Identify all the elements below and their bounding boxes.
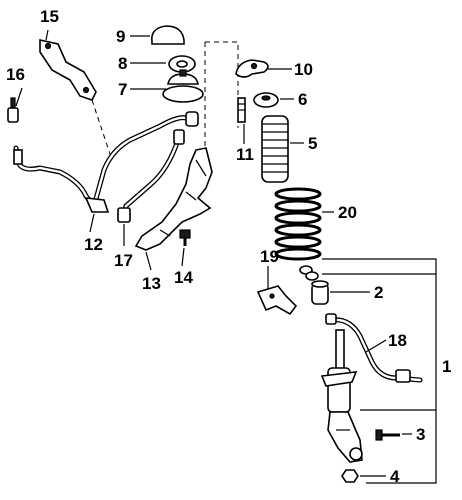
brake-hose-part: [325, 313, 423, 383]
stud-part: [237, 97, 246, 123]
callout-7: 7: [118, 80, 127, 99]
nut-part: [341, 469, 359, 483]
upper-seat-part: [253, 92, 279, 108]
bracket-part: [235, 59, 269, 78]
callout-6: 6: [298, 90, 307, 109]
callout-13: 13: [142, 274, 161, 293]
callout-16: 16: [6, 65, 25, 84]
shock-absorber-part: [320, 329, 363, 463]
callout-17: 17: [114, 251, 133, 270]
bolt-part-3: [375, 429, 400, 441]
callout-8: 8: [118, 54, 127, 73]
bolt-part-14: [179, 229, 191, 246]
callout-15: 15: [40, 7, 59, 26]
callout-12: 12: [84, 235, 103, 254]
hose-bracket-part: [256, 285, 298, 316]
callout-3: 3: [416, 425, 425, 444]
callout-5: 5: [308, 134, 317, 153]
bushing-part: [299, 265, 329, 305]
link-part: [117, 129, 185, 223]
end-link-part: [7, 97, 19, 123]
callout-labels: 15 16 9 8 7 10 6 5 11 20 12 17 13 14 19 …: [6, 7, 451, 486]
callout-14: 14: [174, 268, 193, 287]
callout-18: 18: [388, 331, 407, 350]
callout-20: 20: [338, 203, 357, 222]
callout-11: 11: [236, 145, 254, 164]
group-bracket-upper: [204, 41, 239, 150]
dust-boot-part: [261, 115, 289, 183]
coil-spring-part: [274, 187, 322, 261]
group-bracket-15-link: [91, 99, 113, 161]
strut-mount-part: [162, 69, 204, 103]
callout-1: 1: [442, 357, 451, 376]
callout-10: 10: [294, 60, 313, 79]
stabilizer-bar-part: [13, 111, 199, 213]
callout-4: 4: [390, 467, 400, 486]
callout-9: 9: [116, 27, 125, 46]
callout-19: 19: [260, 247, 279, 266]
leader-lines: [15, 29, 437, 484]
callout-2: 2: [374, 283, 383, 302]
lower-control-arm-part: [134, 147, 213, 251]
cap-part: [150, 25, 185, 45]
stabilizer-bracket-part: [39, 39, 97, 101]
